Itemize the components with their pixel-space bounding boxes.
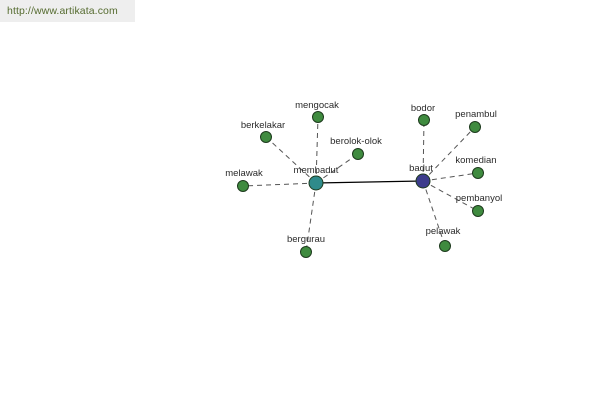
graph-node-berolok-olok[interactable]	[352, 148, 364, 160]
graph-edge-membadut-melawak	[242, 182, 317, 187]
url-bar[interactable]: http://www.artikata.com	[0, 0, 135, 22]
graph-edge-membadut-badut	[315, 180, 424, 184]
graph-edge-badut-pelawak	[422, 180, 446, 247]
graph-edge-badut-komedian	[422, 172, 479, 182]
label-layer: membadut badut mengocak berkelakar melawak be…	[225, 100, 502, 245]
graph-node-label-mengocak: mengocak	[295, 100, 339, 111]
graph-edge-membadut-berkelakar	[265, 136, 317, 184]
graph-node-label-komedian: komedian	[455, 155, 496, 166]
graph-node-label-bodor: bodor	[411, 103, 435, 114]
graph-node-label-berolok-olok: berolok-olok	[330, 136, 382, 147]
graph-node-label-melawak: melawak	[225, 168, 263, 179]
graph-edge-membadut-bergurau	[305, 182, 317, 253]
graph-node-pelawak[interactable]	[439, 240, 451, 252]
graph-node-pembanyol[interactable]	[472, 205, 484, 217]
url-text: http://www.artikata.com	[7, 5, 118, 17]
edge-layer	[242, 116, 479, 253]
graph-node-mengocak[interactable]	[312, 111, 324, 123]
graph-node-membadut[interactable]	[308, 175, 324, 191]
graph-node-label-penambul: penambul	[455, 109, 497, 120]
graph-node-label-bergurau: bergurau	[287, 234, 325, 245]
graph-node-komedian[interactable]	[472, 167, 484, 179]
graph-node-berkelakar[interactable]	[260, 131, 272, 143]
graph-node-label-berkelakar: berkelakar	[241, 120, 285, 131]
graph-node-penambul[interactable]	[469, 121, 481, 133]
graph-node-label-membadut: membadut	[294, 165, 339, 176]
graph-node-badut[interactable]	[415, 173, 431, 189]
graph-edge-badut-bodor	[422, 119, 425, 182]
graph-edge-membadut-mengocak	[315, 116, 319, 184]
graph-node-label-pembanyol: pembanyol	[456, 193, 502, 204]
graph-node-label-pelawak: pelawak	[426, 226, 461, 237]
graph-node-melawak[interactable]	[237, 180, 249, 192]
graph-node-label-badut: badut	[409, 163, 433, 174]
graph-edge-badut-penambul	[422, 126, 476, 182]
graph-node-bergurau[interactable]	[300, 246, 312, 258]
node-layer	[237, 111, 484, 258]
graph-node-bodor[interactable]	[418, 114, 430, 126]
graph-edge-badut-pembanyol	[422, 180, 479, 212]
